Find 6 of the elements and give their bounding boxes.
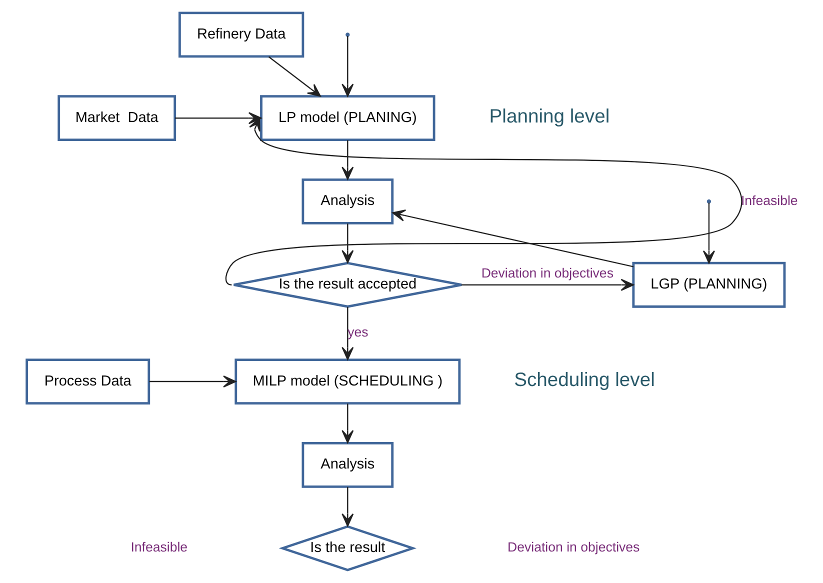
label: Infeasible [130, 540, 188, 555]
edge-label: Infeasible [740, 192, 798, 208]
label: Planning level [488, 106, 610, 128]
edge-label: Deviation in objectives [480, 265, 613, 280]
label: Scheduling level [514, 370, 654, 392]
label: Deviation in objectives [507, 540, 640, 555]
